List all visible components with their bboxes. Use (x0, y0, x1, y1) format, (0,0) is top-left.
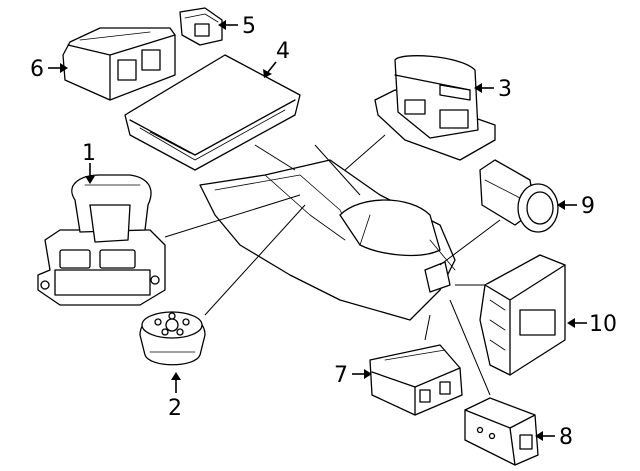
callout-10: 10 (589, 312, 617, 337)
part-5-small-switch (179, 7, 223, 46)
part-9-start-button (479, 159, 559, 233)
part-3-switch-assembly (374, 55, 496, 161)
callout-9: 9 (581, 194, 595, 219)
callout-6: 6 (30, 57, 44, 82)
center-console (199, 159, 456, 321)
callout-1: 1 (82, 141, 96, 166)
callout-2: 2 (168, 396, 182, 421)
part-4-console-lid (124, 54, 301, 171)
part-1-shift-lever-assembly (37, 174, 166, 306)
part-8-switch (464, 397, 539, 466)
part-10-control-module (479, 254, 566, 376)
part-6-switch-panel (62, 27, 176, 101)
callout-5: 5 (242, 14, 256, 39)
part-2-rotary-knob (139, 311, 206, 366)
callout-7: 7 (334, 363, 348, 388)
callout-8: 8 (559, 425, 573, 450)
callout-arrows (48, 20, 587, 441)
leader-lines (164, 134, 501, 396)
callout-3: 3 (498, 77, 512, 102)
part-7-outlet-module (369, 344, 463, 416)
callout-4: 4 (276, 39, 290, 64)
